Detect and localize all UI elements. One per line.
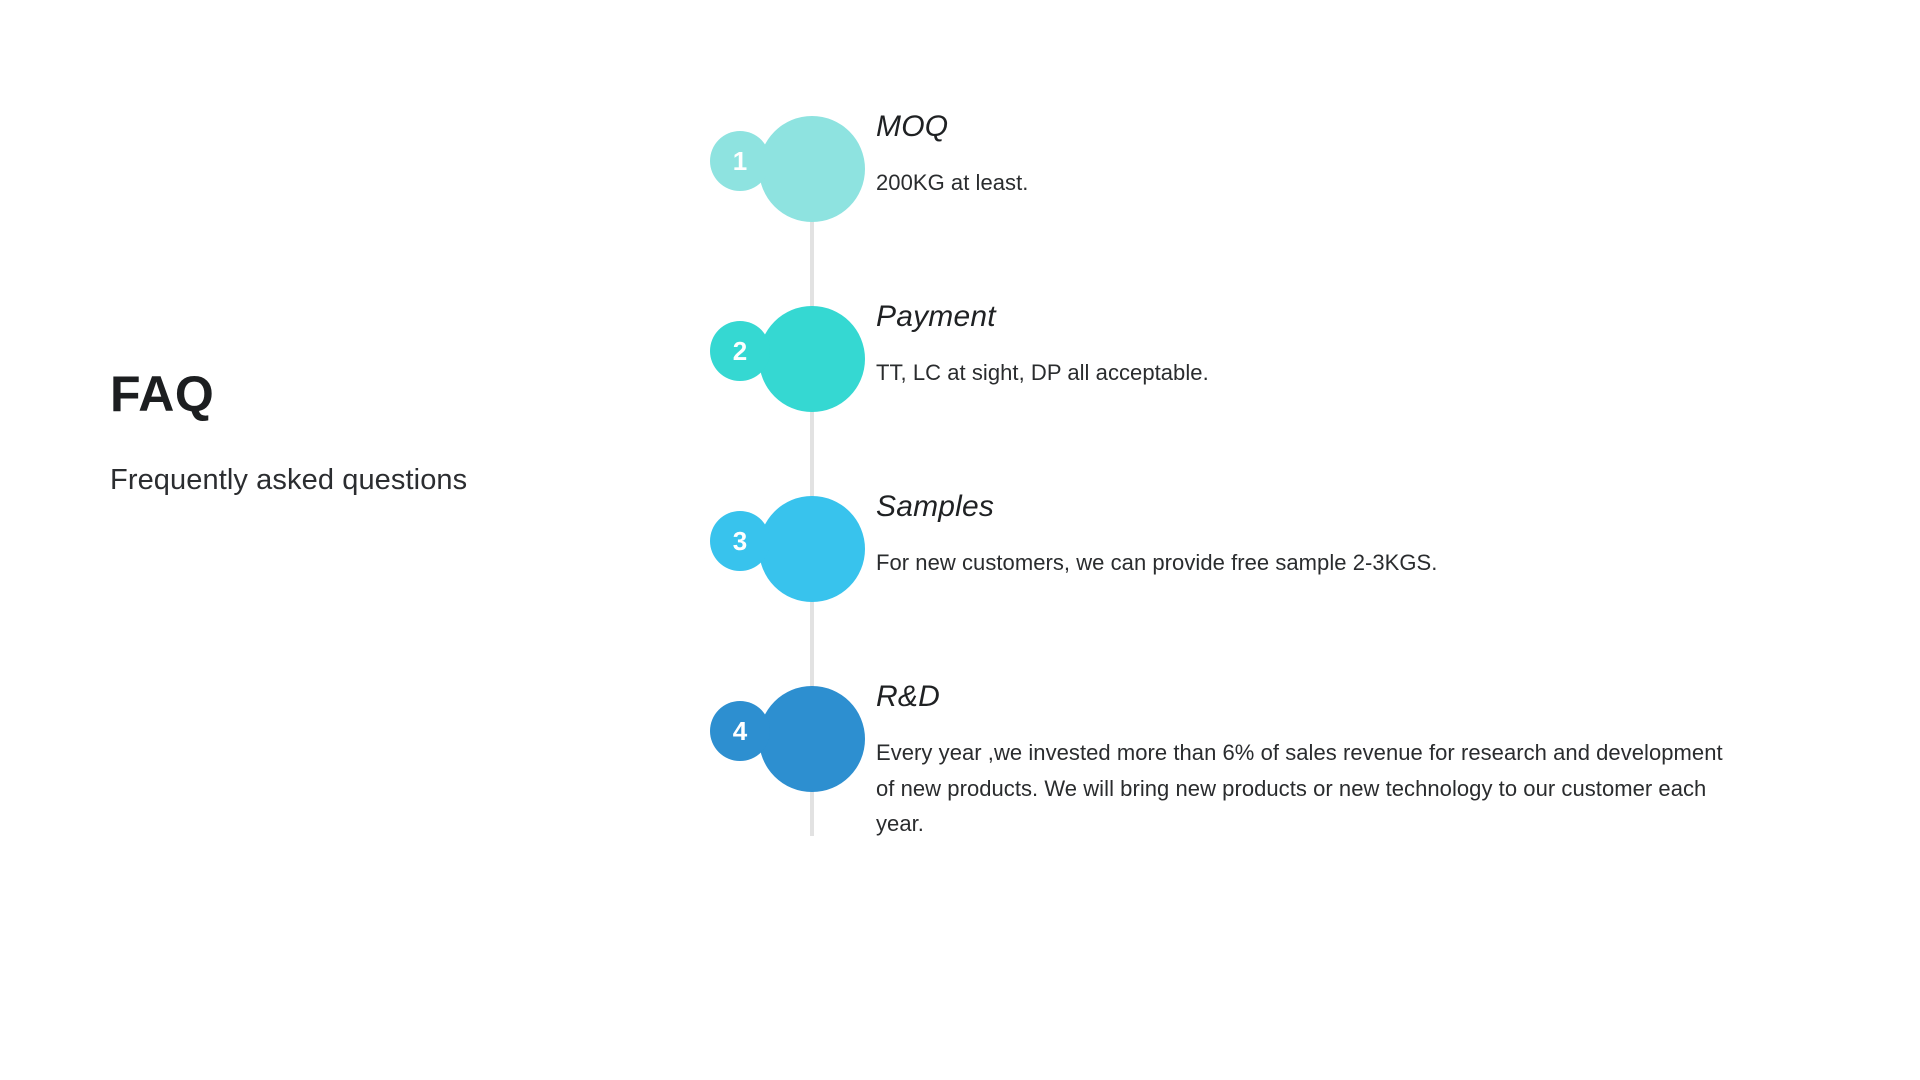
timeline-marker-3: 3: [686, 484, 876, 616]
faq-title-2: Payment: [876, 300, 996, 333]
faq-description-3: For new customers, we can provide free s…: [876, 550, 1438, 575]
faq-content-2: Payment TT, LC at sight, DP all acceptab…: [876, 294, 1826, 391]
step-number-badge-1: 1: [710, 131, 770, 191]
page-subtitle: Frequently asked questions: [110, 463, 468, 496]
faq-content-4: R&D Every year ,we invested more than 6%…: [876, 674, 1826, 842]
timeline-marker-1: 1: [686, 104, 876, 236]
timeline-dot-large-1: [759, 116, 865, 222]
faq-description-2: TT, LC at sight, DP all acceptable.: [876, 360, 1209, 385]
timeline-marker-4: 4: [686, 674, 876, 806]
faq-item-3: 3 Samples For new customers, we can prov…: [686, 484, 1826, 674]
timeline-marker-2: 2: [686, 294, 876, 426]
faq-description-1: 200KG at least.: [876, 170, 1029, 195]
faq-item-4: 4 R&D Every year ,we invested more than …: [686, 674, 1826, 864]
step-number-badge-4: 4: [710, 701, 770, 761]
faq-title-4: R&D: [876, 680, 940, 713]
timeline-dot-large-3: [759, 496, 865, 602]
timeline-dot-large-2: [759, 306, 865, 412]
faq-description-4: Every year ,we invested more than 6% of …: [876, 740, 1723, 837]
faq-content-1: MOQ 200KG at least.: [876, 104, 1826, 201]
faq-timeline: 1 MOQ 200KG at least. 2 Payment TT, LC a…: [686, 104, 1826, 864]
faq-title-1: MOQ: [876, 110, 949, 143]
faq-title-3: Samples: [876, 490, 995, 523]
faq-item-2: 2 Payment TT, LC at sight, DP all accept…: [686, 294, 1826, 484]
step-number-badge-2: 2: [710, 321, 770, 381]
timeline-dot-large-4: [759, 686, 865, 792]
page-title: FAQ: [110, 366, 215, 422]
faq-content-3: Samples For new customers, we can provid…: [876, 484, 1826, 581]
heading-block: FAQ Frequently asked questions: [110, 368, 630, 497]
step-number-badge-3: 3: [710, 511, 770, 571]
faq-item-1: 1 MOQ 200KG at least.: [686, 104, 1826, 294]
